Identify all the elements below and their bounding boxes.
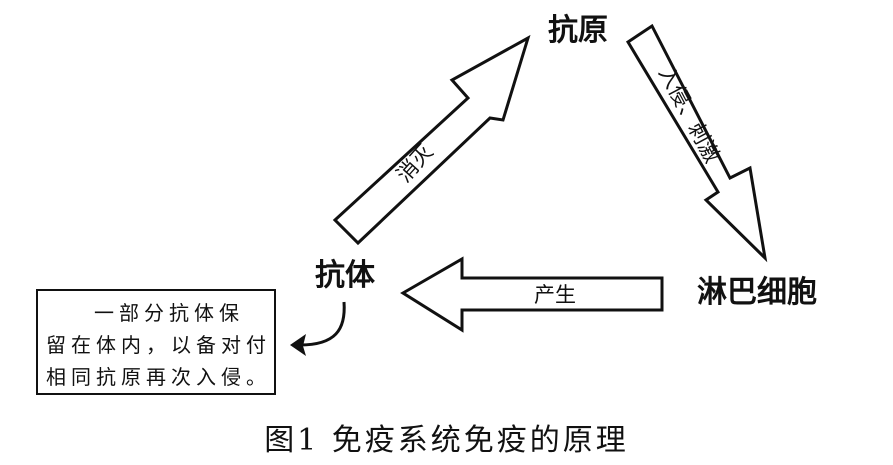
node-antigen: 抗原 [548,13,608,48]
label-invade-stimulate: 入侵、刺激 [654,63,724,167]
arrow-eliminate [332,34,531,246]
arrow-invade-stimulate [625,23,768,263]
note-line-1: 一部分抗体保 [94,301,244,325]
note-line-3: 相同抗原再次入侵。 [46,365,271,389]
figure-caption: 图1 免疫系统免疫的原理 [264,423,629,458]
node-lymphocyte: 淋巴细胞 [697,275,817,310]
note-line-2: 留在体内，以备对付 [46,333,271,357]
note-box: 一部分抗体保 留在体内，以备对付 相同抗原再次入侵。 [36,289,276,395]
arrow-to-note [290,301,346,356]
node-antibody: 抗体 [315,258,376,293]
arrow-produce [400,256,664,333]
label-produce: 产生 [534,283,576,307]
